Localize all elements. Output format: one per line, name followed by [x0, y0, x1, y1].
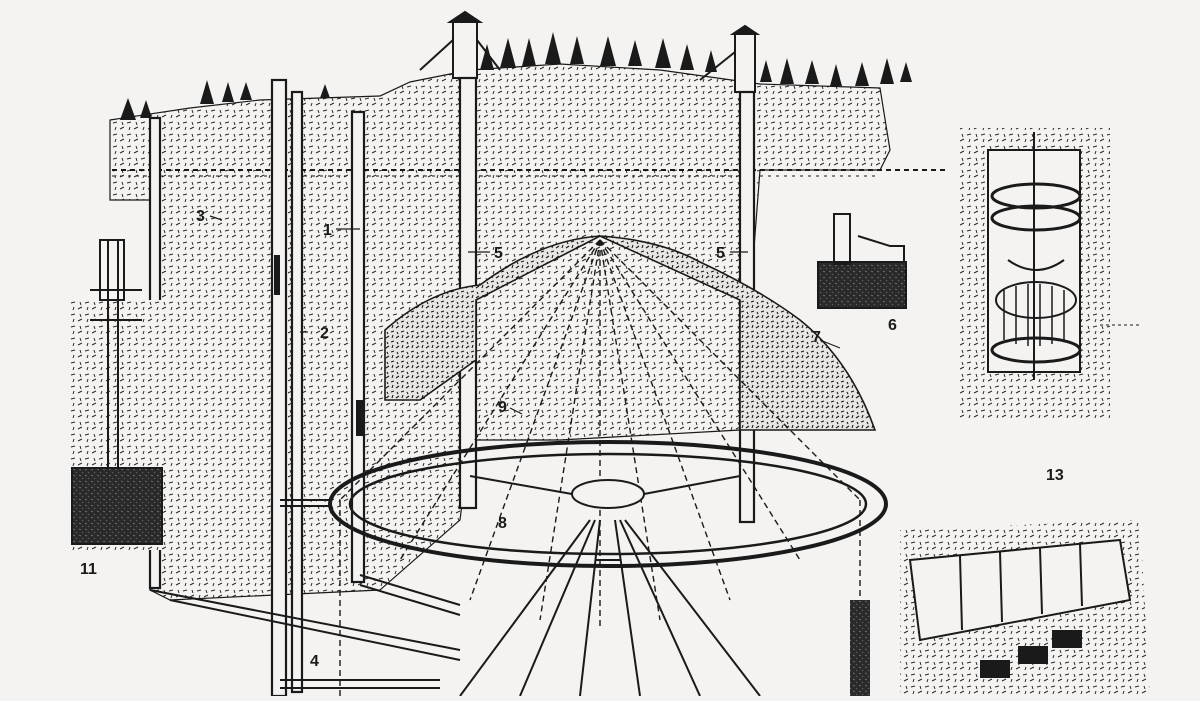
label-4: 4: [310, 653, 319, 670]
lower-right-gallery: [850, 520, 1150, 696]
inset-13: [960, 128, 1140, 418]
label-6: 6: [888, 317, 897, 334]
ore-mound: [384, 235, 877, 431]
label-5-right: 5: [716, 245, 725, 262]
inset-11: [68, 239, 164, 550]
inset-6: [817, 213, 907, 309]
label-7: 7: [812, 329, 821, 346]
label-1: 1: [323, 222, 332, 239]
label-9: 9: [498, 399, 507, 416]
label-3: 3: [196, 208, 205, 225]
shaft-2: [290, 90, 304, 694]
label-13: 13: [1046, 467, 1064, 484]
cone-rays: [339, 239, 861, 696]
label-8: 8: [498, 515, 507, 532]
lower-rays: [459, 519, 761, 697]
headframe-left: [419, 10, 501, 79]
ring-gallery: [328, 440, 888, 568]
ridge-trees: [120, 32, 912, 120]
label-11: 11: [80, 561, 97, 578]
rock-massif: [109, 63, 891, 601]
label-2: 2: [320, 325, 329, 342]
diagram-labels: 1 2 3 4 5 5 6 7 8 9 11 13: [80, 208, 1064, 670]
shaft-main-left: [270, 78, 288, 698]
leader-lines: [209, 215, 841, 415]
lower-drifts: [149, 499, 461, 689]
label-5-left: 5: [494, 245, 503, 262]
cage-markers: [274, 255, 364, 436]
